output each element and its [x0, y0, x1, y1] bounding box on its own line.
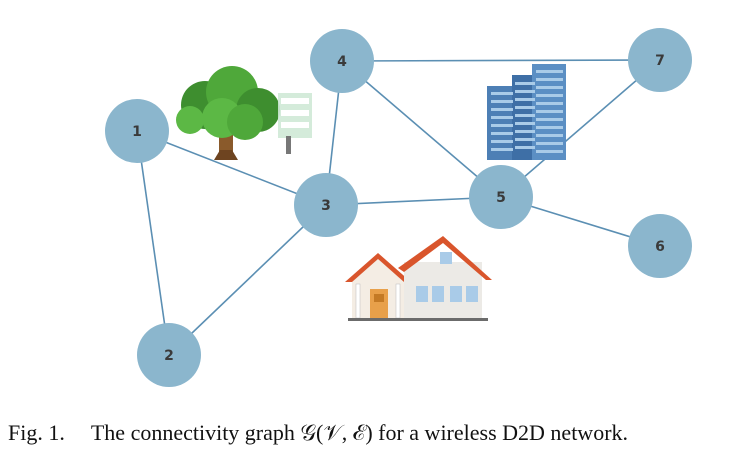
building-illustration: [487, 64, 566, 160]
node-6: 6: [628, 214, 692, 278]
node-circle: [469, 165, 533, 229]
tree-illustration: [176, 66, 312, 160]
figure-label: Fig. 1.: [8, 420, 65, 445]
edge-4-5: [341, 60, 502, 198]
edge-5-7: [500, 59, 661, 198]
node-2: 2: [137, 323, 201, 387]
node-label: 7: [655, 53, 665, 69]
node-circle: [628, 28, 692, 92]
nodes-layer: 1 2 3 4 5 6 7: [105, 28, 692, 387]
node-circle: [137, 323, 201, 387]
house-illustration: [345, 236, 492, 321]
node-circle: [105, 99, 169, 163]
edge-1-3: [136, 130, 327, 206]
node-circle: [294, 173, 358, 237]
node-label: 5: [496, 190, 506, 206]
edge-1-2: [136, 130, 170, 356]
connectivity-graph: 1 2 3 4 5 6 7: [105, 28, 692, 387]
node-1: 1: [105, 99, 169, 163]
node-label: 1: [132, 124, 142, 140]
node-5: 5: [469, 165, 533, 229]
node-label: 2: [164, 348, 174, 364]
edge-4-7: [341, 59, 661, 62]
node-circle: [310, 29, 374, 93]
edge-2-3: [168, 204, 327, 356]
node-7: 7: [628, 28, 692, 92]
node-label: 3: [321, 198, 331, 214]
figure-caption: Fig. 1. The connectivity graph 𝒢(𝒱, ℰ) fo…: [8, 420, 738, 446]
node-circle: [628, 214, 692, 278]
node-3: 3: [294, 173, 358, 237]
node-label: 6: [655, 239, 665, 255]
edges-layer: [136, 59, 661, 356]
caption-text: The connectivity graph 𝒢(𝒱, ℰ) for a wir…: [90, 420, 629, 445]
node-label: 4: [337, 54, 347, 70]
node-4: 4: [310, 29, 374, 93]
